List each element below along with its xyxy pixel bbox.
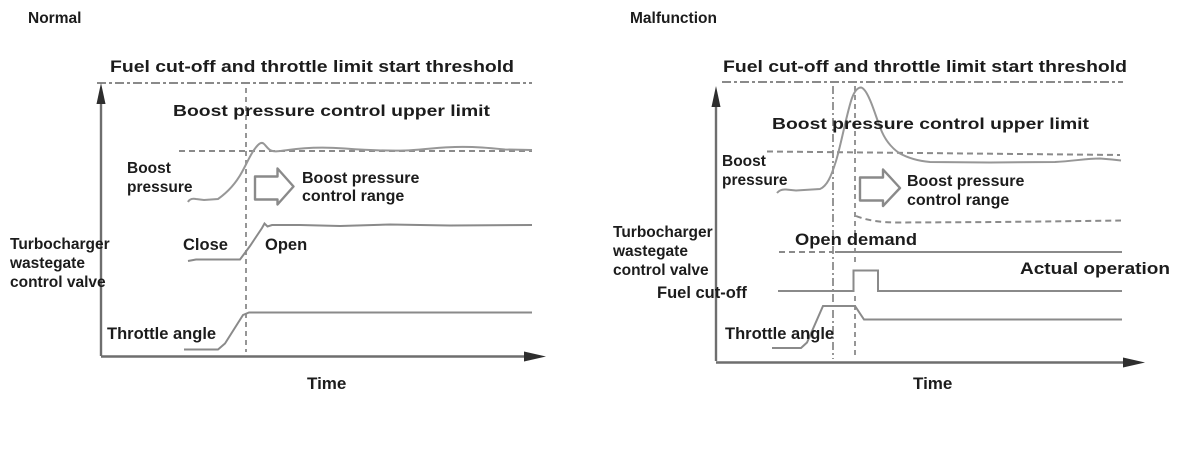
panel-title: Malfunction [630,10,717,27]
panel-normal: Normal Fuel cut-off and throttle limit s… [9,10,546,393]
control-range-lower-line [855,215,1122,224]
valve-label-line1: Turbocharger [10,236,110,253]
boost-label-line1: Boost [127,160,171,177]
valve-label-line3: control valve [10,274,106,291]
control-range-label-line2: control range [302,188,404,205]
boost-label-line2: pressure [722,172,788,189]
actual-operation-label: Actual operation [1020,260,1170,278]
upper-limit-label: Boost pressure control upper limit [772,116,1090,133]
control-range-arrow-icon [858,168,902,208]
time-axis-arrow-icon [524,351,546,362]
y-axis-arrow-icon [711,86,721,107]
throttle-label: Throttle angle [107,325,216,343]
threshold-label: Fuel cut-off and throttle limit start th… [110,58,514,76]
throttle-label: Throttle angle [725,325,834,343]
boost-label-line2: pressure [127,179,193,196]
boost-pressure-curve [776,86,1122,194]
upper-limit-label: Boost pressure control upper limit [173,103,491,120]
y-axis-arrow-icon [96,83,106,104]
control-range-label-line1: Boost pressure [302,170,419,187]
threshold-label: Fuel cut-off and throttle limit start th… [723,58,1127,76]
valve-label-line1: Turbocharger [613,224,713,241]
close-label: Close [183,236,228,254]
control-range-arrow-icon [253,167,295,206]
panel-title: Normal [28,10,81,27]
boost-pressure-curve [187,142,533,203]
fuel-cutoff-trace [778,269,1122,292]
throttle-angle-trace [772,305,1122,349]
valve-label-line2: wastegate [612,243,688,260]
control-range-label-line1: Boost pressure [907,173,1024,190]
throttle-angle-trace [184,311,532,351]
time-label: Time [307,374,346,393]
upper-limit-line [766,150,1121,156]
time-label: Time [913,374,952,393]
fuel-cutoff-label: Fuel cut-off [657,284,747,302]
valve-label-line2: wastegate [9,255,85,272]
open-demand-label: Open demand [795,231,917,249]
panel-malfunction: Malfunction Fuel cut-off and throttle li… [612,10,1170,393]
control-range-label-line2: control range [907,192,1009,209]
open-label: Open [265,236,307,254]
wastegate-valve-trace [187,221,533,262]
boost-label-line1: Boost [722,153,766,170]
valve-label-line3: control valve [613,262,709,279]
time-axis-arrow-icon [1123,357,1145,368]
